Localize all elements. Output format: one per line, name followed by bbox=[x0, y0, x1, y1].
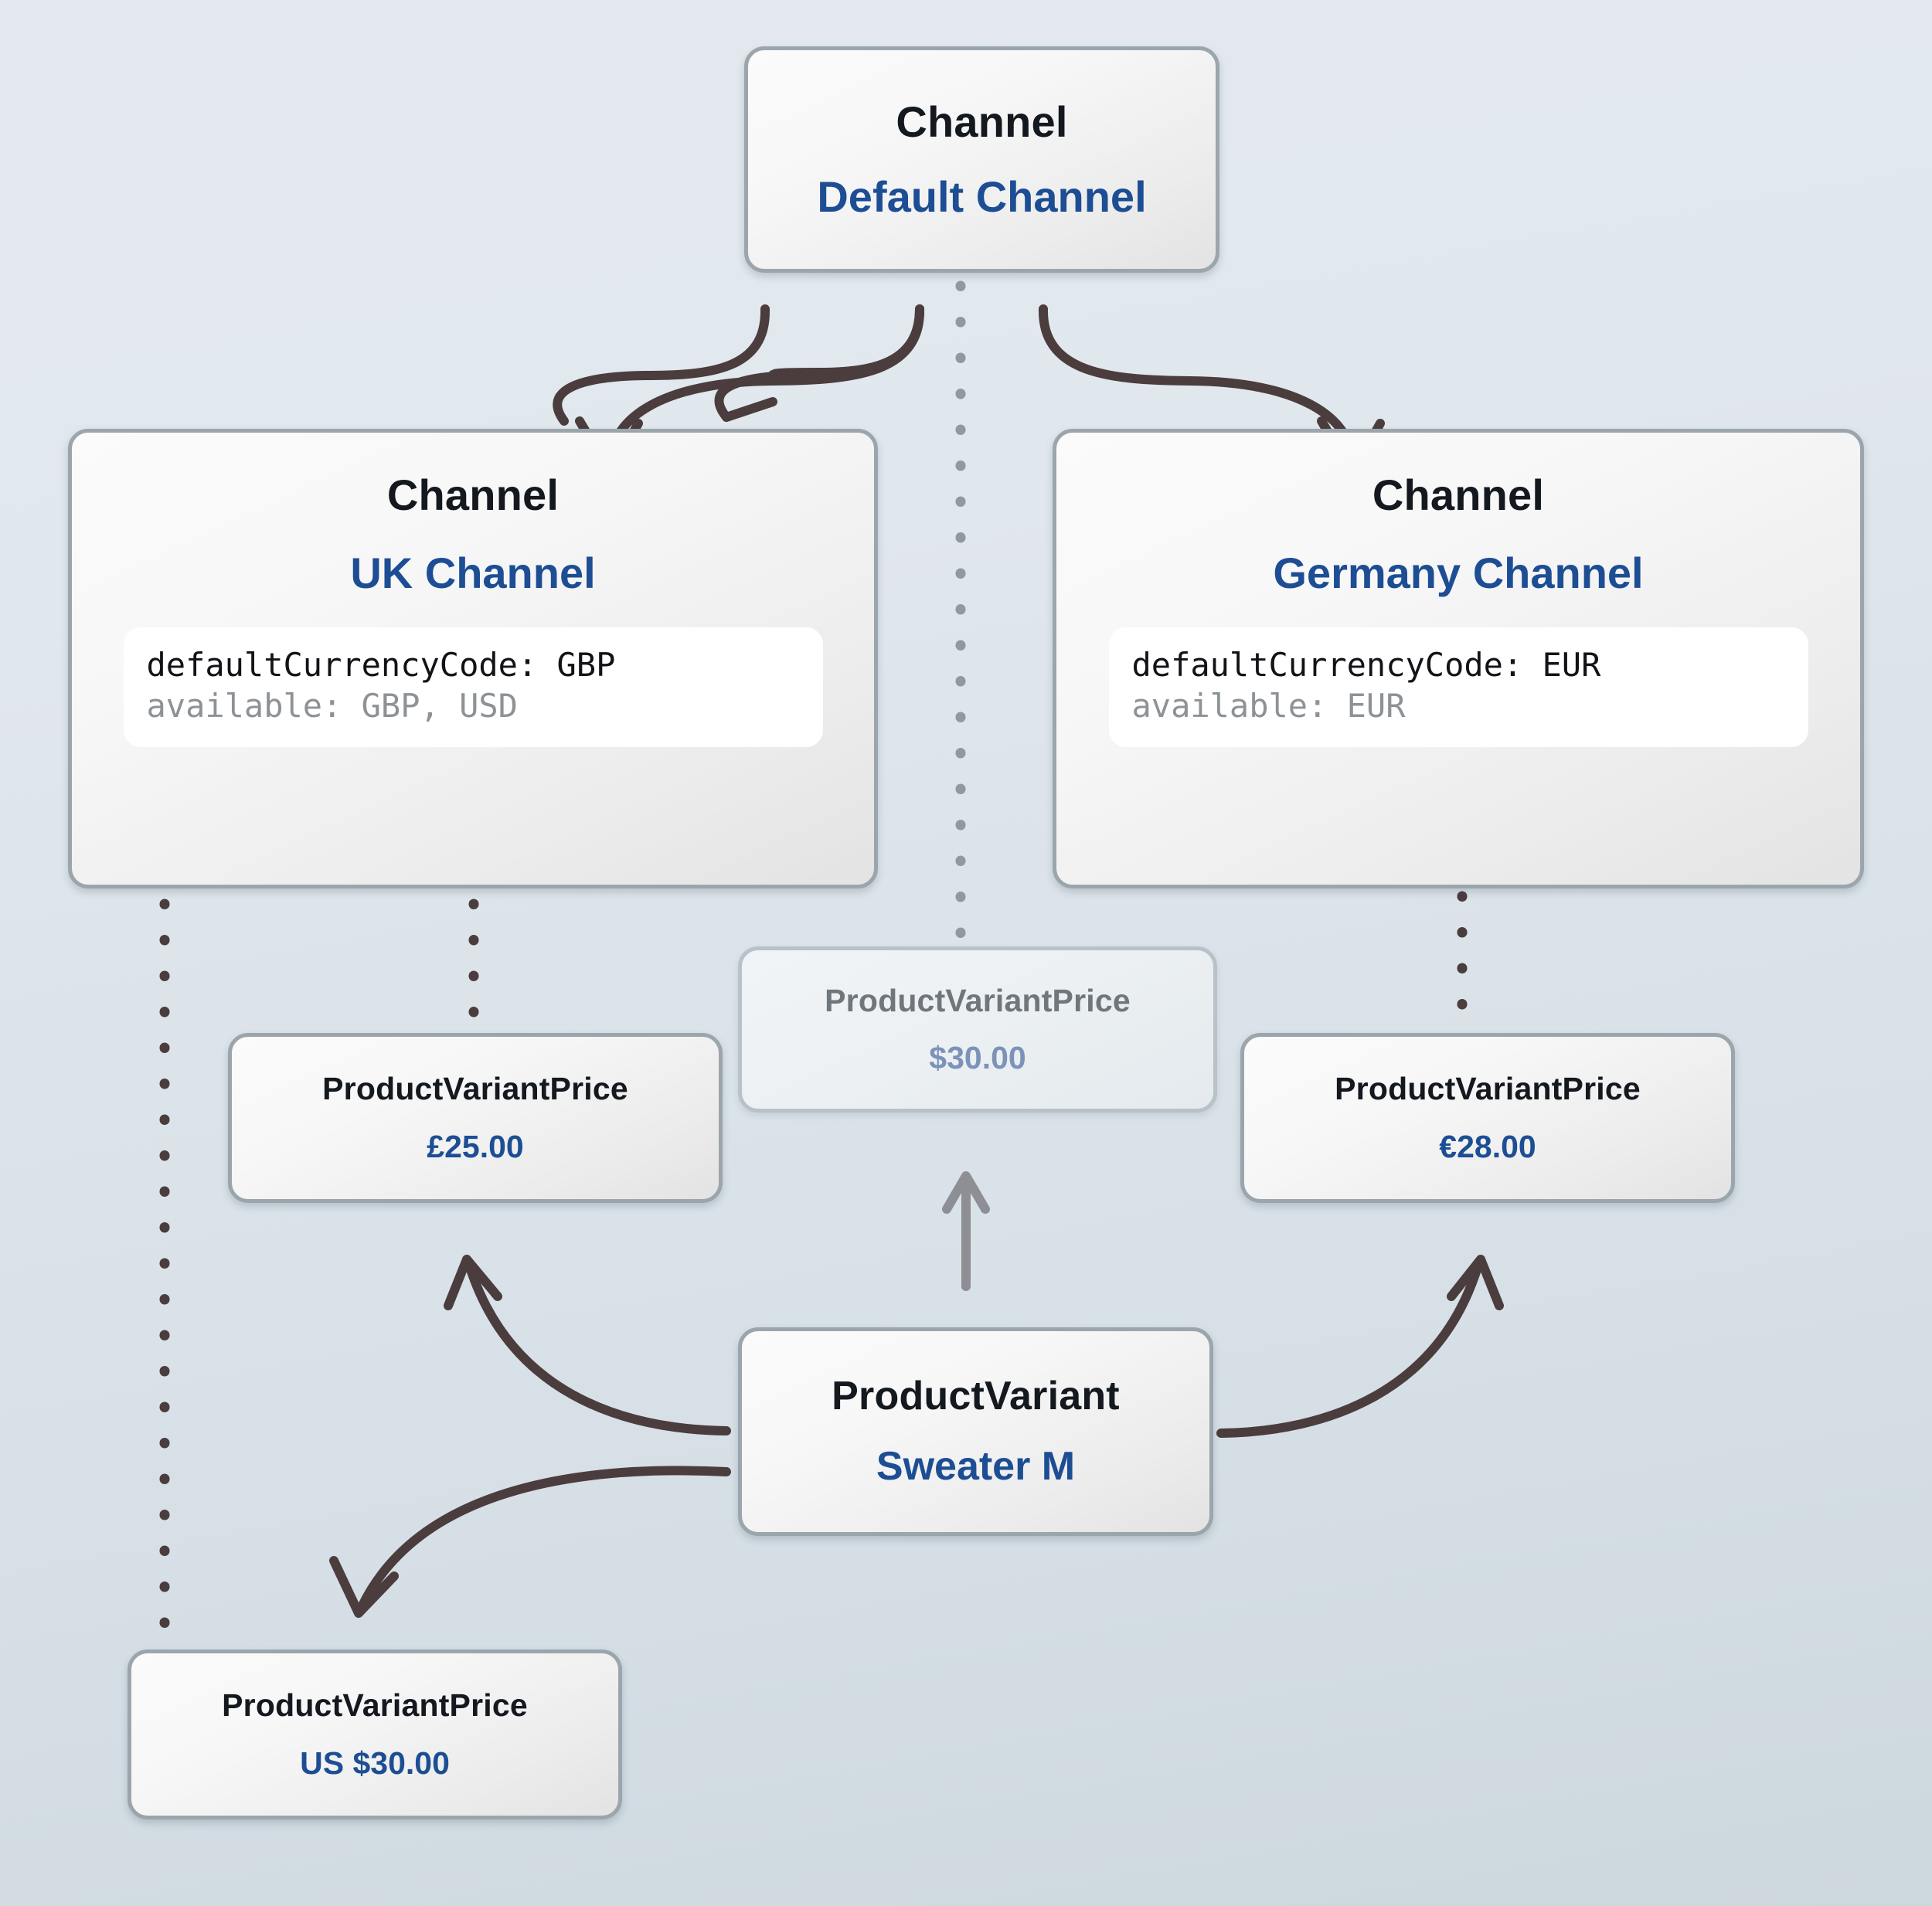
node-type-label: ProductVariantPrice bbox=[322, 1070, 628, 1106]
node-type-label: ProductVariant bbox=[832, 1374, 1120, 1419]
channel-properties-panel: defaultCurrencyCode: GBP available: GBP,… bbox=[123, 627, 823, 748]
edge-variant-to-eur-path bbox=[1216, 1262, 1482, 1438]
node-type-label: Channel bbox=[386, 471, 560, 519]
node-product-variant-price-default[interactable]: ProductVariantPrice $30.00 bbox=[738, 946, 1217, 1113]
node-type-label: Channel bbox=[1372, 471, 1545, 519]
node-price-value: £25.00 bbox=[427, 1129, 524, 1164]
node-type-label: ProductVariantPrice bbox=[825, 983, 1131, 1019]
node-name-label: Sweater M bbox=[876, 1444, 1076, 1489]
node-type-label: ProductVariantPrice bbox=[1335, 1070, 1641, 1106]
node-price-value: US $30.00 bbox=[300, 1745, 450, 1781]
node-name-label: UK Channel bbox=[350, 548, 596, 597]
edge-variant-to-usd-path bbox=[357, 1466, 731, 1612]
node-price-value: $30.00 bbox=[929, 1039, 1026, 1075]
node-germany-channel[interactable]: Channel Germany Channel defaultCurrencyC… bbox=[1053, 429, 1864, 888]
edge-variant-to-ghost-price-arrow bbox=[942, 1171, 990, 1214]
node-product-variant-price-eur[interactable]: ProductVariantPrice €28.00 bbox=[1240, 1033, 1735, 1203]
node-uk-channel[interactable]: Channel UK Channel defaultCurrencyCode: … bbox=[68, 429, 878, 888]
edge-variant-to-usd-arrow bbox=[329, 1556, 399, 1618]
node-product-variant-price-usd[interactable]: ProductVariantPrice US $30.00 bbox=[128, 1649, 622, 1819]
property-default-currency-code: defaultCurrencyCode: GBP bbox=[146, 645, 616, 684]
channel-properties-panel: defaultCurrencyCode: EUR available: EUR bbox=[1108, 627, 1808, 748]
edge-default-to-uk bbox=[553, 304, 924, 426]
node-product-variant[interactable]: ProductVariant Sweater M bbox=[738, 1327, 1213, 1536]
node-default-channel[interactable]: Channel Default Channel bbox=[744, 46, 1219, 273]
edge-variant-to-gbp-arrow bbox=[444, 1255, 502, 1310]
node-price-value: €28.00 bbox=[1439, 1129, 1536, 1164]
property-available-currencies: available: EUR bbox=[1131, 687, 1406, 725]
property-available-currencies: available: GBP, USD bbox=[146, 687, 518, 725]
edge-variant-to-gbp-path bbox=[465, 1262, 731, 1435]
property-default-currency-code: defaultCurrencyCode: EUR bbox=[1131, 645, 1601, 684]
node-type-label: ProductVariantPrice bbox=[222, 1687, 528, 1723]
node-name-label: Germany Channel bbox=[1273, 548, 1644, 597]
edge-variant-to-eur-arrow bbox=[1447, 1255, 1504, 1310]
node-type-label: Channel bbox=[896, 97, 1068, 146]
node-name-label: Default Channel bbox=[817, 172, 1147, 221]
node-product-variant-price-gbp[interactable]: ProductVariantPrice £25.00 bbox=[228, 1033, 723, 1203]
